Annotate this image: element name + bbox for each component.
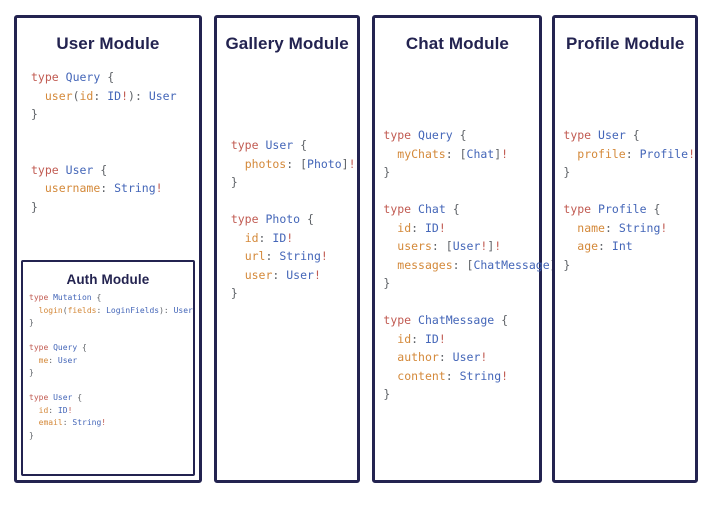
- card-title-gallery-module: Gallery Module: [225, 34, 349, 53]
- code-block-profile-module: type User { profile: Profile! } type Pro…: [563, 128, 695, 272]
- card-title-user-module: User Module: [56, 34, 160, 53]
- nested-card-wrapper: Auth Module type Mutation { login(fields…: [17, 260, 199, 480]
- card-title-profile-module: Profile Module: [565, 34, 685, 53]
- code-block-chat-module: type Query { myChats: [Chat]! } type Cha…: [383, 128, 563, 401]
- code-block-auth-module: type Mutation { login(fields: LoginField…: [29, 293, 193, 440]
- card-title-chat-module: Chat Module: [405, 34, 509, 53]
- card-chat-module[interactable]: Chat Module type Query { myChats: [Chat]…: [372, 15, 564, 483]
- code-block-user-module: type Query { user(id: ID!): User } type …: [31, 70, 177, 214]
- card-title-auth-module: Auth Module: [66, 272, 150, 287]
- card-auth-module[interactable]: Auth Module type Mutation { login(fields…: [21, 260, 195, 476]
- card-user-module[interactable]: User Module type Query { user(id: ID!): …: [14, 15, 202, 483]
- card-gallery-module[interactable]: Gallery Module type User { photos: [Phot…: [213, 15, 361, 483]
- code-block-gallery-module: type User { photos: [Photo]! } type Phot…: [230, 138, 356, 300]
- card-profile-module[interactable]: Profile Module type User { profile: Prof…: [552, 15, 698, 483]
